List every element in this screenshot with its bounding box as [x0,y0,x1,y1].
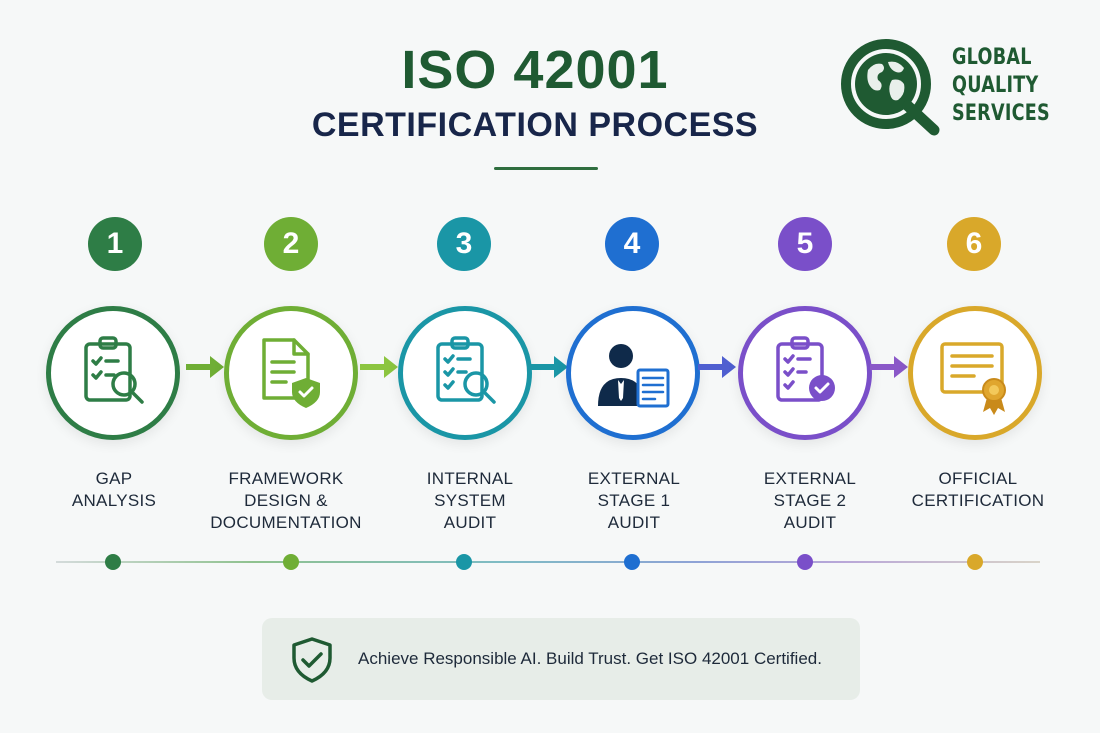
arrow-right-icon [186,356,224,378]
title-divider [494,167,598,170]
logo-line: GLOBAL [952,45,1032,70]
step-label: EXTERNAL STAGE 2 AUDIT [710,468,910,534]
step-icon-ring [566,306,700,440]
step-number-badge: 2 [264,217,318,271]
timeline-dot [283,554,299,570]
certificate-ribbon-icon [940,342,1006,415]
clipboard-check-icon [776,336,835,402]
step-label-line: STAGE 2 [773,491,847,510]
globe-q-icon [841,39,940,136]
step-label-line: GAP [95,469,133,488]
step-label-line: INTERNAL [426,469,514,488]
tagline-text: Achieve Responsible AI. Build Trust. Get… [358,649,822,668]
clipboard-search-icon [436,336,496,404]
auditor-document-icon [598,344,670,408]
timeline-dot [797,554,813,570]
step-number-badge: 4 [605,217,659,271]
timeline-dot [456,554,472,570]
step-label-line: EXTERNAL [587,469,681,488]
step-label-line: OFFICIAL [938,469,1018,488]
title-block: ISO 42001 CERTIFICATION PROCESS [0,40,1070,144]
step-label-line: ANALYSIS [71,491,157,510]
clipboard-search-icon [84,336,144,404]
logo-line: QUALITY [952,73,1039,98]
page-subtitle: CERTIFICATION PROCESS [311,106,759,144]
tagline-banner: Achieve Responsible AI. Build Trust. Get… [262,618,860,700]
page-title: ISO 42001 [401,40,669,100]
progress-timeline [56,561,1040,563]
step-label-line: CERTIFICATION [911,491,1045,510]
step-label: INTERNAL SYSTEM AUDIT [370,468,570,534]
timeline-dot [624,554,640,570]
step-number-badge: 6 [947,217,1001,271]
step-label-line: AUDIT [783,513,837,532]
document-shield-icon [262,338,320,408]
step-label-line: DOCUMENTATION [210,513,362,532]
step-icon-ring [398,306,532,440]
step-number-badge: 1 [88,217,142,271]
step-label-line: AUDIT [607,513,661,532]
timeline-dot [105,554,121,570]
company-logo: GLOBAL QUALITY SERVICES [838,36,1058,136]
step-icon-ring [224,306,358,440]
step-icon-ring [46,306,180,440]
step-label-line: FRAMEWORK [228,469,344,488]
step-number-badge: 3 [437,217,491,271]
arrow-right-icon [870,356,908,378]
logo-line: SERVICES [952,101,1050,126]
arrow-right-icon [360,356,398,378]
step-label-line: EXTERNAL [763,469,857,488]
step-label-line: STAGE 1 [597,491,671,510]
step-label-line: DESIGN & [244,491,328,510]
timeline-dot [967,554,983,570]
step-number-badge: 5 [778,217,832,271]
shield-check-icon [292,637,332,683]
step-label: OFFICIAL CERTIFICATION [878,468,1078,512]
arrow-right-icon [698,356,736,378]
step-label-line: SYSTEM [434,491,506,510]
step-label: EXTERNAL STAGE 1 AUDIT [534,468,734,534]
step-icon-ring [738,306,872,440]
step-label-line: AUDIT [443,513,497,532]
arrow-right-icon [530,356,568,378]
step-label: FRAMEWORK DESIGN & DOCUMENTATION [186,468,386,534]
step-label: GAP ANALYSIS [14,468,214,512]
step-icon-ring [908,306,1042,440]
logo-wordmark: GLOBAL QUALITY SERVICES [952,44,1050,128]
